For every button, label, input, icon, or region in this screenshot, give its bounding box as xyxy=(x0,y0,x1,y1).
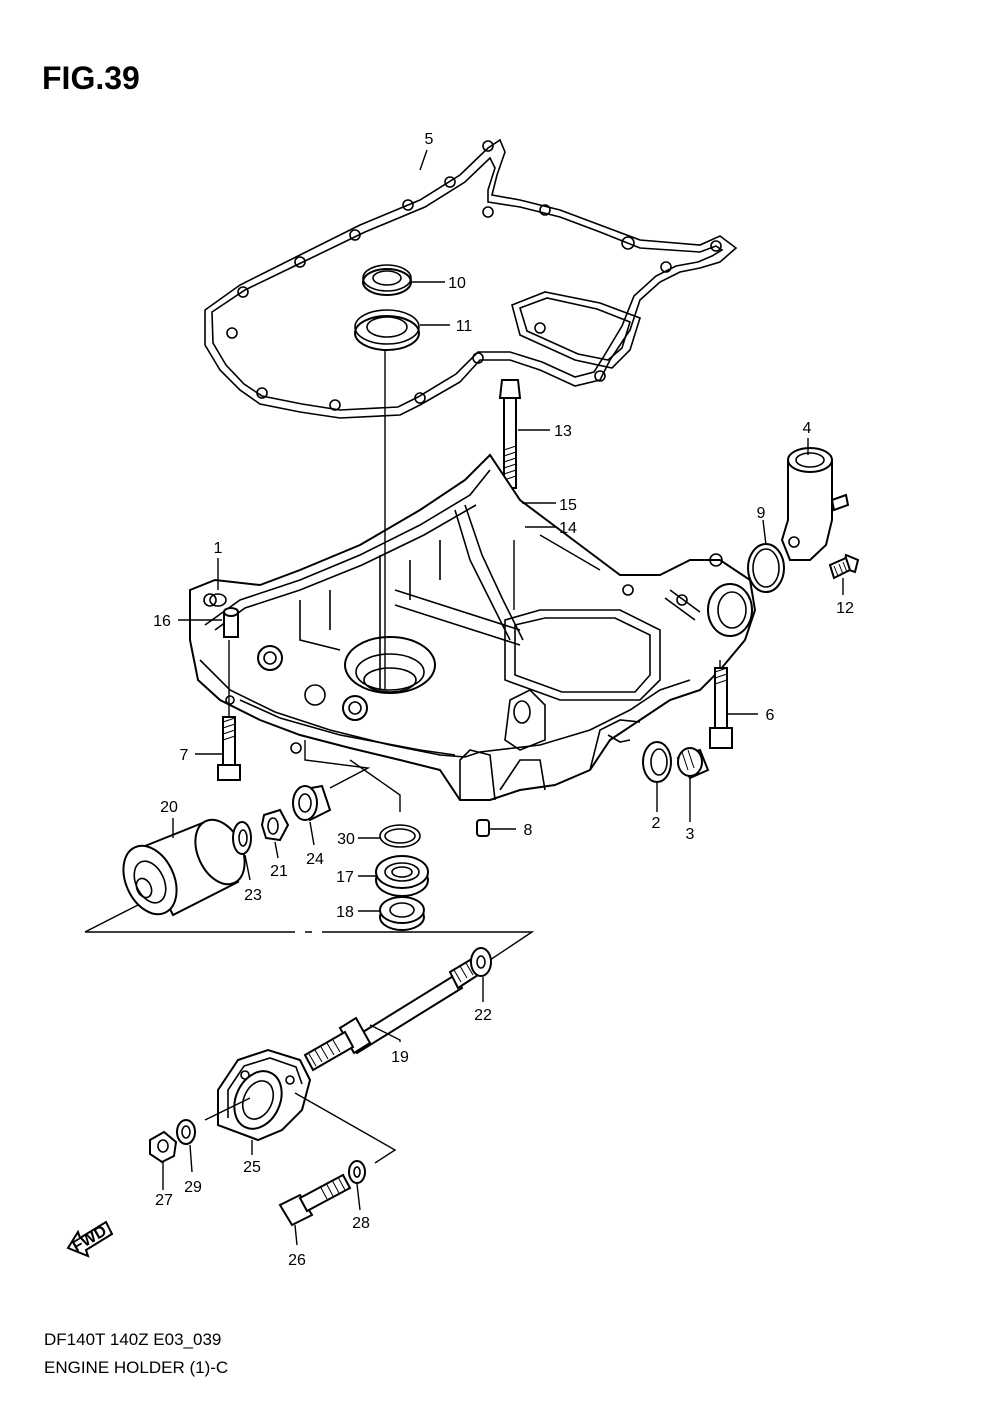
bolt-12 xyxy=(828,553,860,580)
engine-holder-body xyxy=(189,453,757,801)
callout-13: 13 xyxy=(554,423,572,440)
bracket-25 xyxy=(217,1048,312,1142)
washer-29 xyxy=(176,1119,196,1145)
callout-28: 28 xyxy=(352,1215,370,1232)
callout-11: 11 xyxy=(456,318,473,335)
callout-9: 9 xyxy=(757,505,766,522)
callout-2: 2 xyxy=(652,815,661,832)
callout-22: 22 xyxy=(474,1007,492,1024)
figure-title: FIG.39 xyxy=(42,60,140,96)
bolt-6 xyxy=(709,667,733,749)
gasket-5 xyxy=(204,138,738,419)
plug-3 xyxy=(676,747,710,780)
assembly-separator xyxy=(84,904,535,969)
bolt-26 xyxy=(278,1173,352,1227)
dowel-8 xyxy=(476,819,490,837)
callout-20: 20 xyxy=(160,799,178,816)
callout-6: 6 xyxy=(766,707,775,724)
washer-22 xyxy=(470,947,492,977)
oil-filter-20 xyxy=(122,818,246,917)
callout-12: 12 xyxy=(836,600,854,617)
callout-1: 1 xyxy=(214,540,223,557)
bolt-7 xyxy=(217,716,241,781)
callout-8: 8 xyxy=(524,822,533,839)
callout-14: 14 xyxy=(559,520,577,537)
callout-30: 30 xyxy=(337,831,355,848)
callout-24: 24 xyxy=(306,851,324,868)
callout-18: 18 xyxy=(336,904,354,921)
callout-10: 10 xyxy=(448,275,466,292)
oil-seal-11 xyxy=(354,309,420,351)
callout-7: 7 xyxy=(180,747,189,764)
callout-16: 16 xyxy=(153,613,171,630)
callout-23: 23 xyxy=(244,887,262,904)
callout-5: 5 xyxy=(425,131,434,148)
callout-4: 4 xyxy=(803,420,812,437)
leader-lines xyxy=(162,149,844,1246)
callout-15: 15 xyxy=(559,497,577,514)
callout-29: 29 xyxy=(184,1179,202,1196)
bearing-17 xyxy=(375,855,429,897)
callout-labels: 5 10 11 13 4 15 14 9 1 12 16 6 7 20 8 2 … xyxy=(153,131,854,1269)
oil-seal-10 xyxy=(362,264,412,296)
figure-name: ENGINE HOLDER (1)-C xyxy=(44,1358,229,1377)
callout-17: 17 xyxy=(336,869,354,886)
callout-26: 26 xyxy=(288,1252,306,1269)
callout-21: 21 xyxy=(270,863,288,880)
gasket-2 xyxy=(642,741,672,783)
fwd-arrow-badge: FWD xyxy=(66,1220,114,1258)
nut-21 xyxy=(260,808,290,842)
callout-27: 27 xyxy=(155,1192,173,1209)
oil-seal-18 xyxy=(379,896,425,931)
fwd-label: FWD xyxy=(70,1223,110,1256)
washer-23 xyxy=(232,821,252,855)
callout-25: 25 xyxy=(243,1159,261,1176)
washer-28 xyxy=(348,1160,366,1184)
figure-code: DF140T 140Z E03_039 xyxy=(44,1330,222,1349)
circlip-30 xyxy=(379,824,421,848)
fitting-24 xyxy=(292,784,332,822)
callout-19: 19 xyxy=(391,1049,409,1066)
stud-19 xyxy=(303,958,480,1072)
callout-3: 3 xyxy=(686,826,695,843)
nut-27 xyxy=(149,1130,178,1164)
bolt-13 xyxy=(498,379,522,489)
outlet-4 xyxy=(780,447,850,561)
o-ring-9 xyxy=(747,543,785,593)
